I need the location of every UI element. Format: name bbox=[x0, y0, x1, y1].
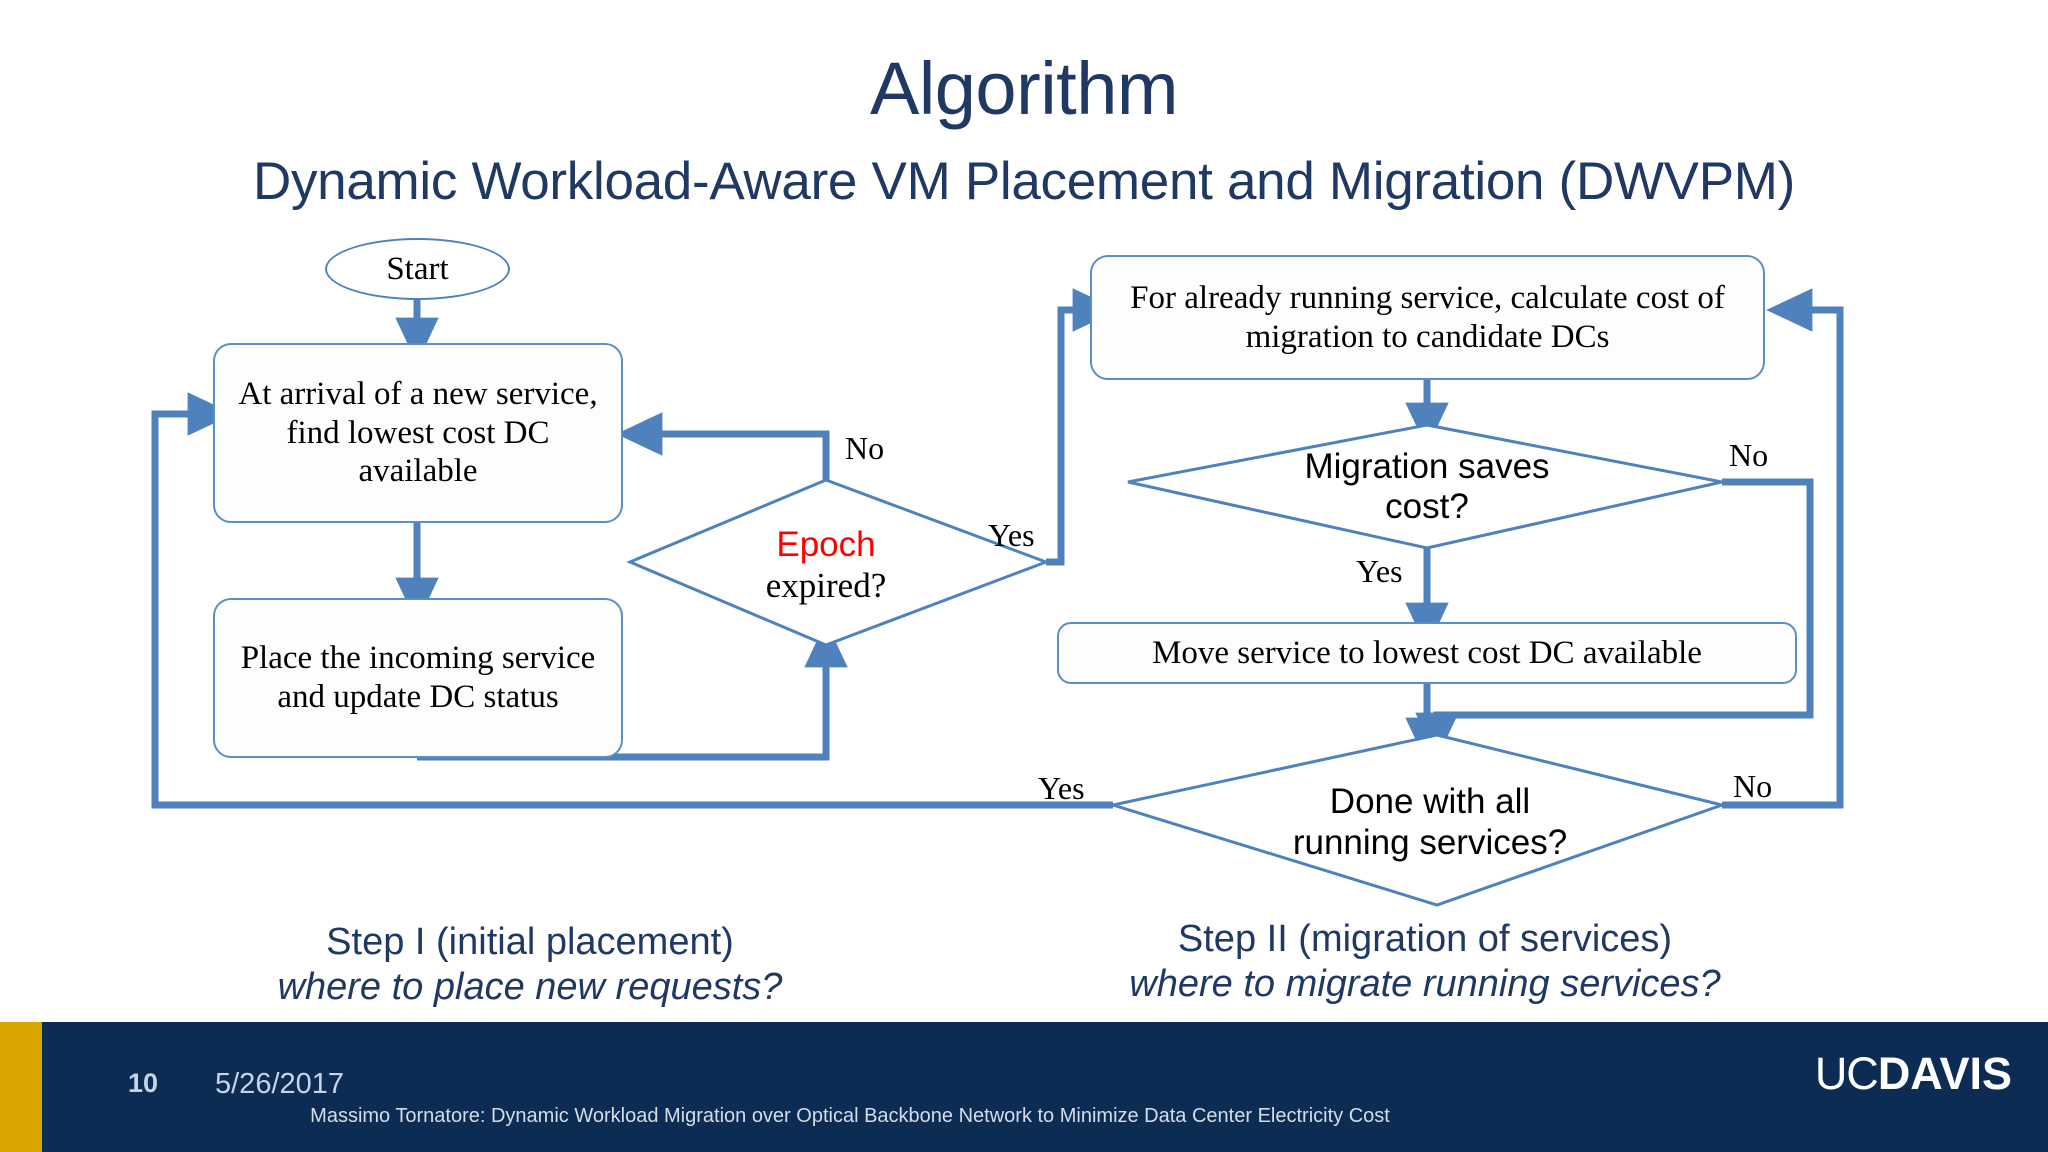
caption-step-2-line2: where to migrate running services? bbox=[1129, 962, 1721, 1005]
slide-date: 5/26/2017 bbox=[215, 1068, 345, 1100]
decision-epoch-shape bbox=[626, 478, 1051, 647]
flowchart-connectors bbox=[151, 288, 1844, 907]
node-move-service[interactable]: Move service to lowest cost DC available bbox=[1057, 622, 1797, 684]
edge-label-epoch-no: No bbox=[845, 430, 885, 466]
slide-number: 10 bbox=[128, 1068, 159, 1098]
ucdavis-logo-davis: DAVIS bbox=[1877, 1048, 2012, 1099]
flowchart: Start At arrival of a new service, find … bbox=[151, 238, 1844, 907]
ucdavis-logo-uc: UC bbox=[1814, 1048, 1879, 1099]
edge-done-yes bbox=[151, 392, 1113, 809]
edge-label-epoch-yes: Yes bbox=[988, 517, 1035, 553]
node-start-label: Start bbox=[386, 250, 449, 287]
node-move-service-label: Move service to lowest cost DC available bbox=[1152, 634, 1702, 671]
node-find-lowest-cost-dc-label: At arrival of a new service, find lowest… bbox=[238, 375, 598, 490]
node-find-lowest-cost-dc[interactable]: At arrival of a new service, find lowest… bbox=[213, 343, 623, 523]
page-title: Algorithm bbox=[869, 47, 1179, 130]
edge-label-done-yes: Yes bbox=[1038, 770, 1085, 806]
edge-label-done-no: No bbox=[1733, 768, 1773, 804]
node-start[interactable]: Start bbox=[325, 238, 510, 300]
node-calculate-migration-cost-label: For already running service, calculate c… bbox=[1130, 279, 1725, 355]
footer-caption: Massimo Tornatore: Dynamic Workload Migr… bbox=[310, 1105, 1390, 1127]
ucdavis-logo: UCDAVIS bbox=[1815, 1048, 2012, 1100]
decision-migration-shape bbox=[1127, 423, 1723, 550]
edge-epoch-yes bbox=[1046, 288, 1119, 566]
decision-done-shape bbox=[1107, 733, 1728, 907]
node-place-incoming-service[interactable]: Place the incoming service and update DC… bbox=[213, 598, 623, 758]
edge-migration-no bbox=[1415, 478, 1814, 759]
footer-bar bbox=[0, 1022, 2048, 1152]
caption-step-1-line2: where to place new requests? bbox=[277, 965, 783, 1008]
caption-step-2-line1: Step II (migration of services) bbox=[1177, 918, 1673, 960]
footer-accent-stripe bbox=[0, 1022, 42, 1152]
edge-label-migration-yes: Yes bbox=[1356, 553, 1403, 589]
page-subtitle: Dynamic Workload-Aware VM Placement and … bbox=[253, 152, 1795, 211]
edge-done-no bbox=[1722, 288, 1844, 809]
node-place-incoming-service-label: Place the incoming service and update DC… bbox=[240, 640, 596, 715]
caption-step-1-line1: Step I (initial placement) bbox=[326, 921, 734, 963]
caption-step-1: Step I (initial placement) where to plac… bbox=[170, 920, 890, 1010]
node-calculate-migration-cost[interactable]: For already running service, calculate c… bbox=[1090, 255, 1765, 380]
edge-label-migration-no: No bbox=[1729, 437, 1769, 473]
caption-step-2: Step II (migration of services) where to… bbox=[1075, 917, 1775, 1007]
